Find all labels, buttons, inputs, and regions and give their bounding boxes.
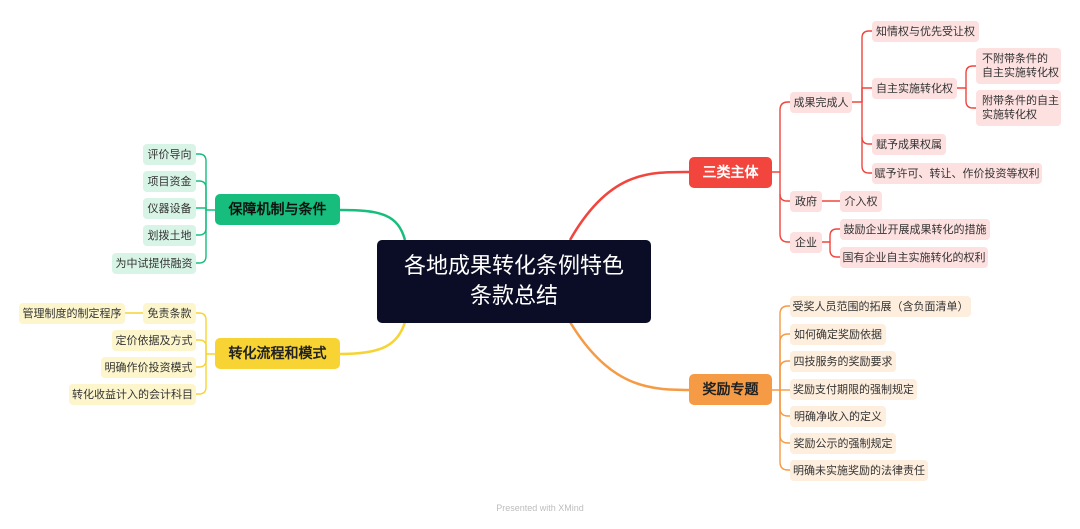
topic-bao-zhang-ji-zhi[interactable]: 保障机制与条件 [215,194,340,225]
topic-mian-ze-tiao-kuan[interactable]: 免责条款 [143,303,196,324]
topic-fu-dai-line2: 实施转化权 [982,108,1037,121]
topic-zuo-jia-tou-zi[interactable]: 明确作价投资模式 [101,357,196,378]
central-topic-line1: 各地成果转化条例特色 [403,253,624,279]
topic-jiang-li-zhuan-ti[interactable]: 奖励专题 [689,374,772,405]
topic-jiang-li-item-3[interactable]: 四技服务的奖励要求 [790,351,896,372]
topic-bu-fu-dai-line1: 不附带条件的 [982,52,1048,65]
topic-zhi-qing-quan[interactable]: 知情权与优先受让权 [872,21,979,42]
topic-jie-ru-quan[interactable]: 介入权 [840,191,882,212]
topic-cheng-guo-wan-cheng-ren[interactable]: 成果完成人 [790,92,852,113]
topic-jiang-li-item-1[interactable]: 受奖人员范围的拓展（含负面清单） [790,296,971,317]
topic-xiang-mu-zi-jin[interactable]: 项目资金 [143,171,196,192]
topic-bu-fu-dai-tiao-jian[interactable]: 不附带条件的 自主实施转化权 [976,48,1061,84]
topic-jiang-li-item-5[interactable]: 明确净收入的定义 [790,406,886,427]
topic-kuai-ji-ke-mu[interactable]: 转化收益计入的会计科目 [69,384,196,405]
topic-guan-li-zhi-du[interactable]: 管理制度的制定程序 [19,303,125,324]
topic-fu-dai-tiao-jian[interactable]: 附带条件的自主 实施转化权 [976,90,1061,126]
central-topic[interactable]: 各地成果转化条例特色 条款总结 [377,240,651,323]
topic-jiang-li-item-6[interactable]: 奖励公示的强制规定 [790,433,896,454]
presented-with-xmind-footer: Presented with XMind [496,503,584,513]
topic-guo-you-qi-ye[interactable]: 国有企业自主实施转化的权利 [840,247,988,268]
topic-fu-yu-quan-shu[interactable]: 赋予成果权属 [872,134,946,155]
topic-yi-qi-she-bei[interactable]: 仪器设备 [143,198,196,219]
topic-gu-li-qi-ye[interactable]: 鼓励企业开展成果转化的措施 [840,219,990,240]
topic-fu-yu-xu-ke[interactable]: 赋予许可、转让、作价投资等权利 [872,163,1042,184]
topic-qi-ye[interactable]: 企业 [790,232,822,253]
topic-hua-bo-tu-di[interactable]: 划拨土地 [143,225,196,246]
central-topic-line2: 条款总结 [469,283,558,309]
topic-zhong-shi-rong-zi[interactable]: 为中试提供融资 [112,253,196,274]
topic-ping-jia-dao-xiang[interactable]: 评价导向 [143,144,196,165]
topic-jiang-li-item-7[interactable]: 明确未实施奖励的法律责任 [790,460,928,481]
topic-zi-zhu-shi-shi[interactable]: 自主实施转化权 [872,78,957,99]
topic-zhuan-hua-liu-cheng[interactable]: 转化流程和模式 [215,338,340,369]
topic-fu-dai-line1: 附带条件的自主 [982,94,1059,107]
topic-zheng-fu[interactable]: 政府 [790,191,822,212]
topic-ding-jia-yi-ju[interactable]: 定价依据及方式 [112,330,196,351]
topic-jiang-li-item-2[interactable]: 如何确定奖励依据 [790,324,886,345]
topic-jiang-li-item-4[interactable]: 奖励支付期限的强制规定 [790,379,917,400]
topic-bu-fu-dai-line2: 自主实施转化权 [982,66,1059,79]
topic-san-lei-zhu-ti[interactable]: 三类主体 [689,157,772,188]
